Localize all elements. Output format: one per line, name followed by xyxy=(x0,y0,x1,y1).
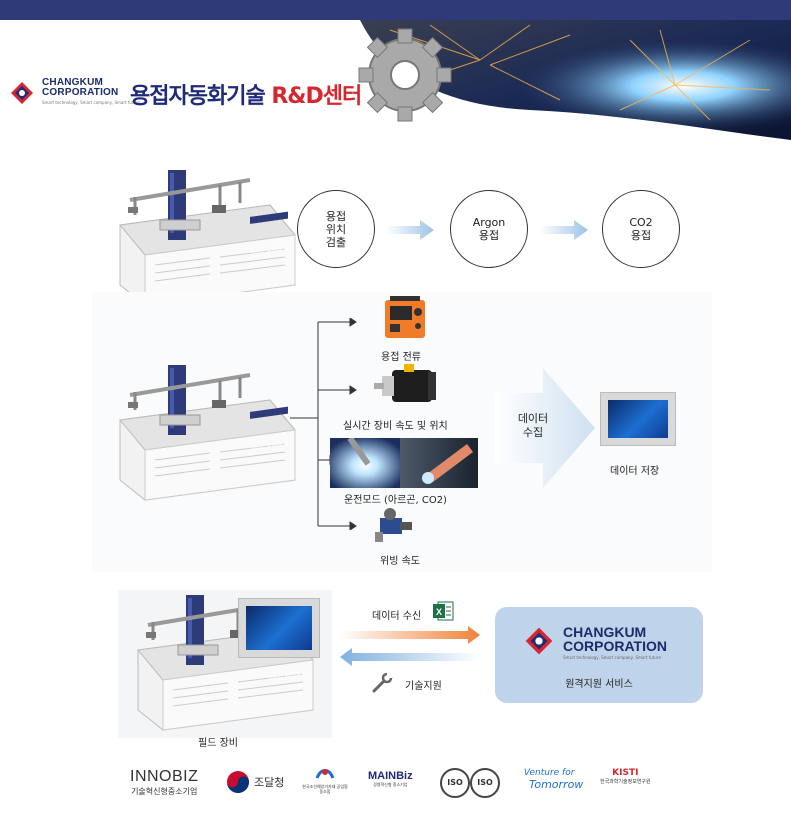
company-name-line2: CORPORATION xyxy=(42,87,119,98)
arrow-right-icon xyxy=(386,220,434,240)
pps-label: 조달청 xyxy=(254,776,285,789)
page-title: 용접자동화기술 R&D센터 xyxy=(130,78,362,110)
kisti-logo: KISTI 한국과학기술정보연구원 xyxy=(600,768,651,785)
data-collection-arrow xyxy=(495,368,595,488)
field-equipment-label: 필드 장비 xyxy=(198,738,238,749)
welding-photo-argon xyxy=(330,438,400,488)
innobiz-title: INNOBIZ xyxy=(130,768,199,785)
pps-logo: 조달청 xyxy=(226,770,284,794)
company-name-line1: CHANGKUM xyxy=(42,77,104,88)
top-bar xyxy=(0,0,791,20)
kisti-title: KISTI xyxy=(612,768,639,778)
item-welding-current: 용접 전류 xyxy=(381,352,421,363)
venture-line1: Venture for xyxy=(523,768,575,778)
certification-logos: INNOBIZ 기술혁신형중소기업 조달청 한국조선해양기자재 공업협동조합 M… xyxy=(0,762,791,802)
welder-power-supply-icon xyxy=(385,296,425,338)
step-co2-welding: CO2 용접 xyxy=(602,190,680,268)
kosmes-label: 한국조선해양기자재 공업협동조합 xyxy=(302,784,348,794)
machine-3-label: Torbo Welding xyxy=(267,671,306,682)
data-send-arrow xyxy=(340,626,480,644)
kisti-subtitle: 한국과학기술정보연구원 xyxy=(600,779,651,785)
field-monitor xyxy=(238,598,320,658)
venture-logo: Venture for Tomorrow xyxy=(515,768,583,791)
data-receive-label: 데이터 수신 xyxy=(372,611,422,622)
kosmes-icon xyxy=(315,769,335,779)
taegeuk-icon xyxy=(227,771,249,793)
panel-company-line2: CORPORATION xyxy=(563,638,667,654)
support-return-arrow xyxy=(340,648,480,666)
tech-support-label: 기술지원 xyxy=(405,681,442,692)
machine-1-label: Torbo Welding xyxy=(249,246,288,257)
welding-machine-2: Torbo Welding xyxy=(118,363,297,502)
wrench-icon xyxy=(372,673,393,693)
company-logo: CHANGKUM CORPORATION Smart technology, S… xyxy=(8,78,140,108)
step-position-detect: 용접 위치 검출 xyxy=(297,190,375,268)
kosmes-logo: 한국조선해양기자재 공업협동조합 xyxy=(302,766,348,794)
weaving-unit-icon xyxy=(375,508,412,542)
storage-monitor xyxy=(600,392,676,446)
page-title-main: 용접자동화기술 xyxy=(130,84,272,109)
data-collection-label: 데이터 수집 xyxy=(517,412,549,439)
mainbiz-logo: MAINBiz 경영혁신형 중소기업 xyxy=(368,770,413,788)
welding-photo-co2 xyxy=(400,438,478,488)
company-mark-icon xyxy=(11,82,33,104)
excel-icon: X xyxy=(433,601,454,621)
machine-2-label: Torbo Welding xyxy=(249,441,288,452)
remote-support-panel: CHANGKUM CORPORATION Smart technology, S… xyxy=(495,607,703,703)
iso-logo-1: ISO xyxy=(440,768,470,798)
step-argon-welding: Argon 용접 xyxy=(450,190,528,268)
company-tagline: Smart technology, Smart company, Smart f… xyxy=(42,100,140,105)
iso-logo-2: ISO xyxy=(470,768,500,798)
innobiz-logo: INNOBIZ 기술혁신형중소기업 xyxy=(130,768,198,797)
remote-service-label: 원격지원 서비스 xyxy=(565,679,633,690)
mainbiz-title: MAINBiz xyxy=(368,770,413,782)
welding-machine-1: Torbo Welding xyxy=(118,168,297,307)
item-operation-mode: 운전모드 (아르곤, CO2) xyxy=(344,495,447,506)
innobiz-subtitle: 기술혁신형중소기업 xyxy=(131,787,198,796)
page-title-accent: R&D센터 xyxy=(271,84,362,109)
panel-company-line1: CHANGKUM xyxy=(563,624,647,640)
arrow-right-icon xyxy=(540,220,588,240)
svg-text:X: X xyxy=(436,607,442,617)
venture-line2: Tomorrow xyxy=(529,778,584,791)
servo-motor-icon xyxy=(374,364,436,402)
company-mark-icon xyxy=(525,627,553,655)
mainbiz-subtitle: 경영혁신형 중소기업 xyxy=(373,782,408,787)
hero-welding-image xyxy=(330,20,791,140)
welding-machine-3: Torbo Welding xyxy=(136,593,315,732)
item-realtime-speed-position: 실시간 장비 속도 및 위치 xyxy=(343,421,448,432)
data-storage-label: 데이터 저장 xyxy=(610,466,660,477)
item-weaving-speed: 위빙 속도 xyxy=(380,556,420,567)
panel-tagline: Smart technology, Smart company, Smart f… xyxy=(563,655,661,660)
